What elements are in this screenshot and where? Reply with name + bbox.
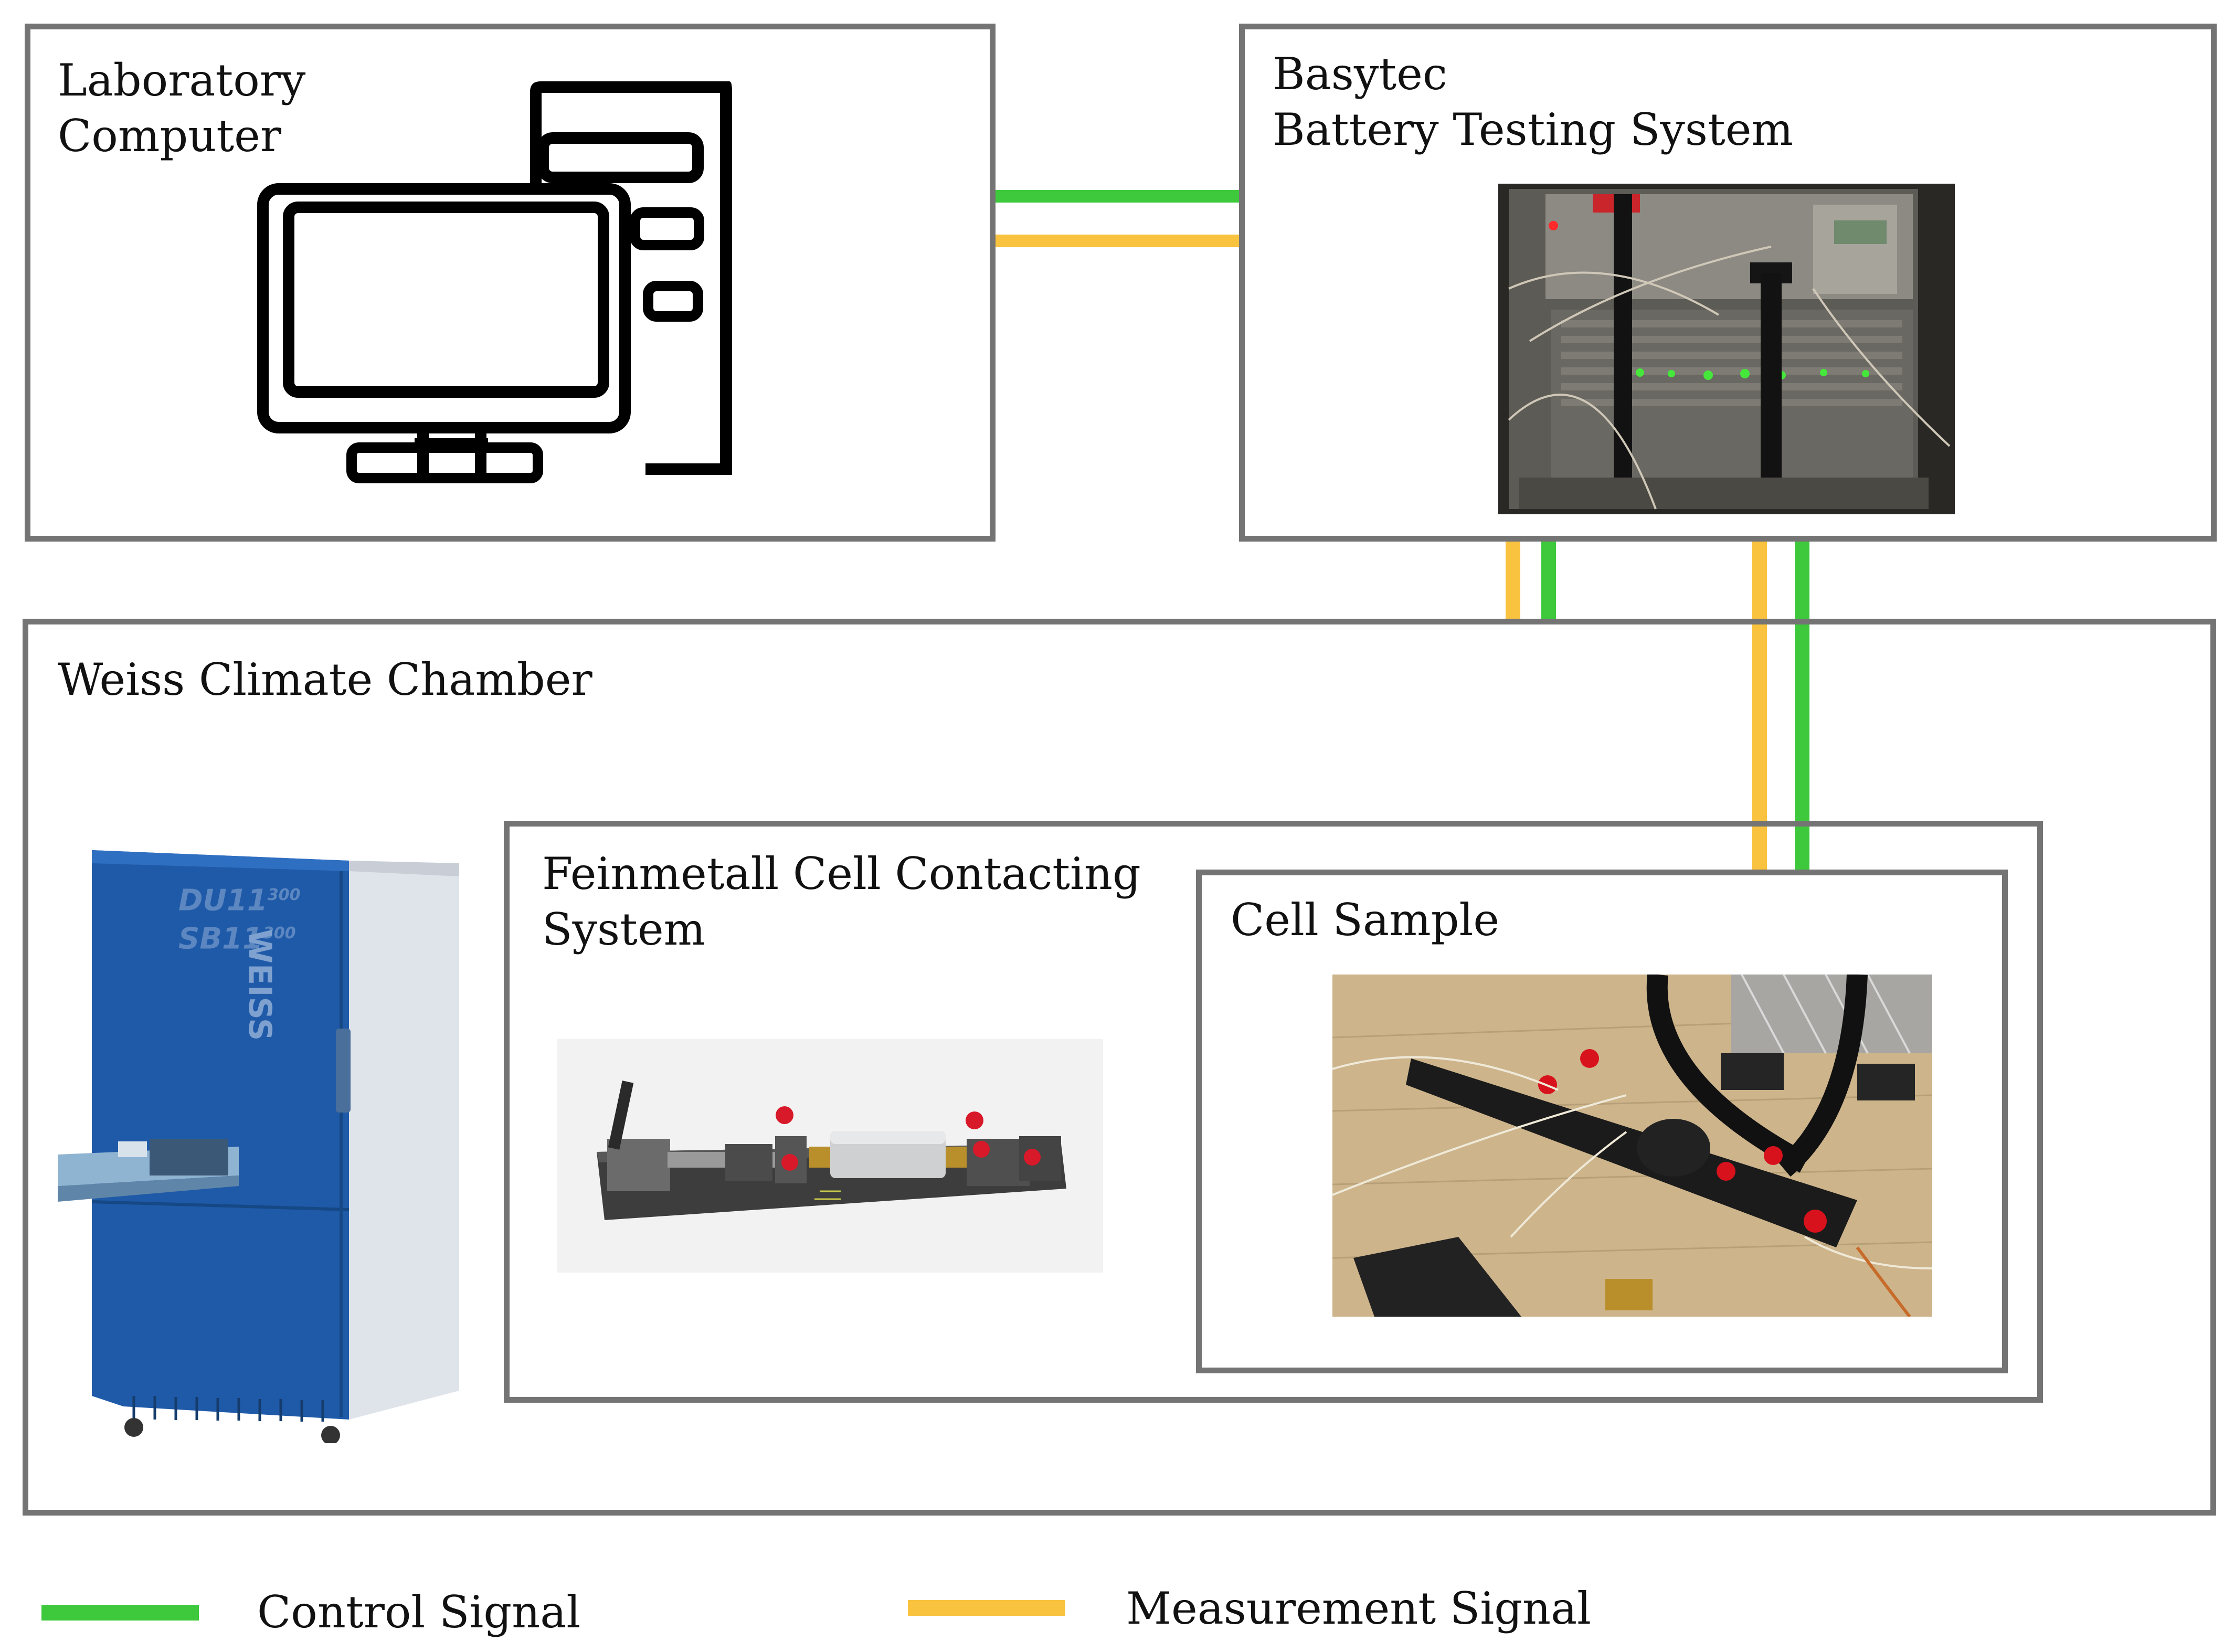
legend-measurement-label: Measurement Signal [1126,1583,1592,1634]
laboratory-computer-title-line2: Computer [58,110,281,162]
basytec-title: Basytec Battery Testing System [1273,46,1793,157]
measurement-signal-line-basytec-cell [1752,542,1767,871]
cell-contacting-system-photo [557,1039,1103,1273]
control-signal-line-basytec-chamber [1541,542,1556,619]
control-signal-line-computer-basytec [996,190,1239,203]
feinmetall-box [504,821,2043,1403]
laboratory-computer-box [25,24,996,542]
legend-control-label: Control Signal [257,1586,581,1638]
chamber-brand-logo: WEISS [241,929,278,1041]
chamber-model-du-sup: 300 [267,886,301,904]
measurement-signal-line-computer-basytec [996,235,1239,247]
feinmetall-title: Feinmetall Cell Contacting System [542,846,1141,957]
feinmetall-title-line1: Feinmetall Cell Contacting [542,848,1141,899]
climate-chamber-title: Weiss Climate Chamber [58,654,592,705]
chamber-model-sb: SB11 [178,922,263,956]
legend-control-swatch [41,1605,199,1621]
computer-icon [257,76,740,485]
cell-sample-photo [1332,975,1932,1317]
chamber-model-du: DU11 [178,883,268,918]
basytec-title-line1: Basytec [1273,48,1447,100]
basytec-box [1239,24,2217,542]
laboratory-computer-title-line1: Laboratory [58,55,306,106]
chamber-model-label: DU11300 SB11300 [178,879,301,955]
measurement-signal-line-basytec-chamber [1506,542,1520,619]
feinmetall-title-line2: System [542,904,706,955]
control-signal-line-basytec-cell [1795,542,1809,871]
battery-tester-photo [1498,184,1955,514]
laboratory-computer-title: Laboratory Computer [58,52,305,164]
basytec-title-line2: Battery Testing System [1273,104,1794,155]
climate-chamber-box [23,619,2216,1516]
cell-sample-box [1196,870,2008,1373]
chamber-model-sb-sup: 300 [262,924,296,943]
legend-measurement-swatch [908,1600,1065,1616]
climate-chamber-photo [55,840,464,1443]
cell-sample-title: Cell Sample [1231,894,1500,946]
